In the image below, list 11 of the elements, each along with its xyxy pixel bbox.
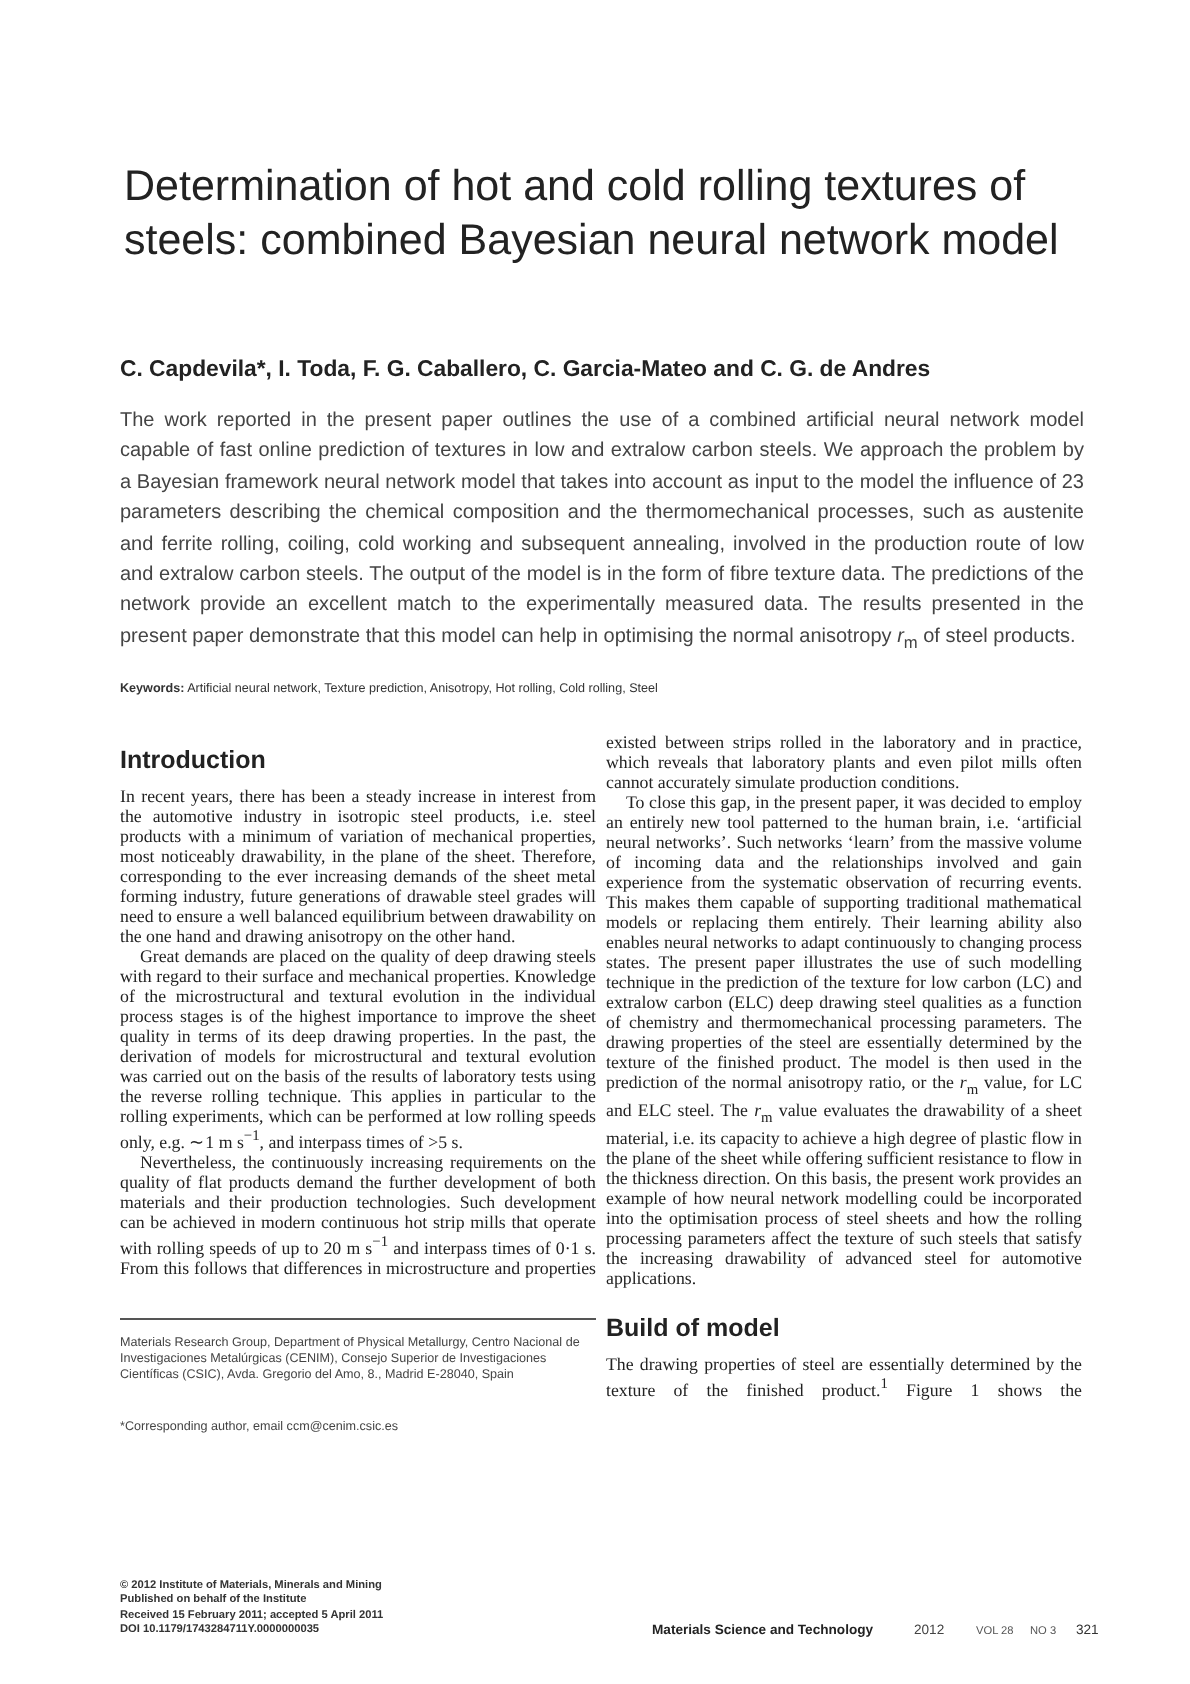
section-heading: Build of model xyxy=(606,1313,782,1342)
author-list: C. Capdevila*, I. Toda, F. G. Caballero, C. Garcia-Mateo and C. G. de Andres xyxy=(120,358,1100,382)
section-heading: Introduction xyxy=(120,746,268,774)
body-paragraph: In recent years, there has been a steady increase in interest from the automotive industry in isotropic steel products, i.e. steel products with a minimum of variation of mechanical properties, most noticeably drawability, in the plane of the sheet. Therefore, corresponding to the ever increasing demands of the sheet metal forming industry, future generations of drawable steel grades will need to ensure a well balanced equilibrium between drawability on the one hand and drawing anisotropy on the other hand. xyxy=(120,786,596,946)
body-paragraph: Great demands are placed on the quality of deep drawing steels with regard to their surface and mechanical properties. Knowledge of the microstructural and textural evolution in the individual process stages is of the highest importance to improve the sheet quality in terms of its deep drawing properties. In the past, the derivation of models for microstructural and textural evolution was carried out on the basis of the results of laboratory tests using the reverse rolling technique. This applies in particular to the rolling experiments, which can be performed at low rolling speeds only, e.g. ∼1 m s$^{−1}$, and interpass times of >5 s. xyxy=(120,946,596,1152)
body-paragraph: Nevertheless, the continuously increasing requirements on the quality of flat products demand the further development of both materials and their production technologies. Such development can be achieved in modern continuous hot strip mills that operate with rolling speeds of up to 20 m s$^{−1}$ and interpass times of 0·1 s. From this follows that differences in microstructure and properties xyxy=(120,1151,596,1278)
abstract-paragraph: The work reported in the present paper outlines the use of a combined artificial neural network model capable of fast online prediction of textures in low and extralow carbon steels. We approach the problem by a Bayesian framework neural network model that takes into account as input to the model the influence of 23 parameters describing the chemical composition and the thermomechanical processes, such as austenite and ferrite rolling, coiling, cold working and subsequent annealing, involved in the production route of low and extralow carbon steels. The output of the model is in the form of fibre texture data. The predictions of the network provide an excellent match to the experimentally measured data. The results presented in the present paper demonstrate that this model can help in optimising the normal anisotropy r$_{m}$ of steel products. xyxy=(120,408,1084,656)
body-paragraph: existed between strips rolled in the laboratory and in practice, which reveals that laboratory plants and even pilot mills often cannot accurately simulate production conditions. xyxy=(606,732,1082,792)
article-title: Determination of hot and cold rolling textures of steels: combined Bayesian neural network model xyxy=(124,160,1061,268)
body-paragraph: The drawing properties of steel are essentially determined by the texture of the finished product.$^{1}$ Figure 1 shows the xyxy=(606,1353,1082,1400)
body-paragraph: To close this gap, in the present paper, it was decided to employ an entirely new tool patterned to the human brain, i.e. ‘artificial neural networks’. Such networks ‘learn’ from the massive volume of incoming data and the relationships involved and gain experience from the systematic observation of recurring events. This makes them capable of supporting traditional mathematical models or replacing them entirely. Their learning ability also enables neural networks to adapt continuously to changing process states. The present paper illustrates the use of such modelling technique in the prediction of the texture for low carbon (LC) and extralow carbon (ELC) deep drawing steel qualities as a function of chemistry and thermomechanical processing parameters. The drawing properties of the steel are essentially determined by the texture of the finished product. The model is then used in the prediction of the normal anisotropy ratio, or the r$_{m}$ value, for LC and ELC steel. The r$_{m}$ value evaluates the drawability of a sheet material, i.e. its capacity to achieve a high degree of plastic flow in the plane of the sheet while offering sufficient resistance to flow in the thickness direction. On this basis, the present work provides an example of how neural network modelling could be incorporated into the optimisation process of steel sheets and how the rolling processing parameters affect the texture of such steels that satisfy the increasing drawability of advanced steel for automotive applications. xyxy=(606,792,1082,1288)
